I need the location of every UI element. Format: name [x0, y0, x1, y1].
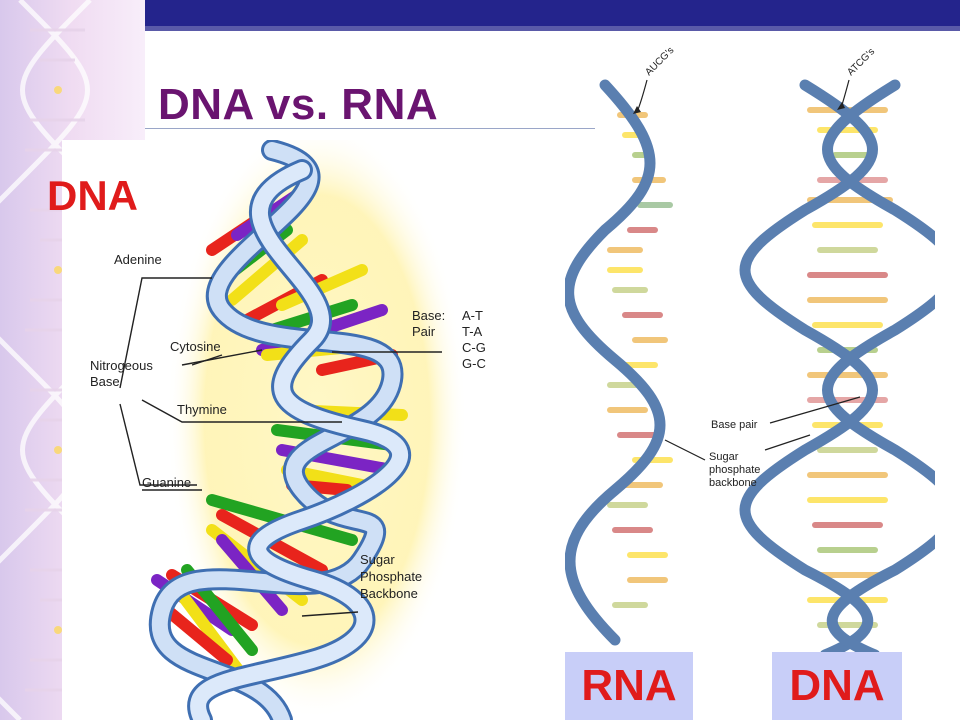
- label-backbone-1: Sugar: [360, 552, 395, 567]
- top-bar: [145, 0, 960, 26]
- dna-double-strand: [739, 79, 935, 655]
- base-pair-cg: C-G: [462, 340, 486, 355]
- rna-strand: [565, 79, 673, 646]
- base-pair-ta: T-A: [462, 324, 483, 339]
- label-backbone-2: Phosphate: [360, 569, 422, 584]
- top-bar-accent: [145, 26, 960, 31]
- label-backbone-3: Backbone: [360, 586, 418, 601]
- label-atcgs: ATCG's: [845, 46, 877, 78]
- arrowheads: [633, 102, 845, 114]
- label-base-pair-1: Base:: [412, 308, 445, 323]
- label-phosphate: phosphate: [709, 464, 760, 476]
- label-base-pair-2: Pair: [412, 324, 436, 339]
- rna-dna-comparison-diagram: AUCG's ATCG's Base pair Sugar phosphate …: [565, 45, 935, 655]
- pointer-lines: [119, 277, 442, 617]
- rna-label-box: RNA: [565, 652, 693, 720]
- label-cytosine: Cytosine: [170, 339, 221, 354]
- label-base-pair: Base pair: [711, 419, 758, 431]
- slide-title: DNA vs. RNA: [158, 80, 439, 129]
- label-adenine: Adenine: [114, 252, 162, 267]
- dna-heading: DNA: [47, 172, 138, 219]
- title-underline: [145, 128, 595, 129]
- label-backbone: backbone: [709, 477, 757, 489]
- label-guanine: Guanine: [142, 475, 191, 490]
- sugar-phosphate-strands: [148, 140, 411, 720]
- label-nitrogenous-base-1: Nitrogeous: [90, 358, 153, 373]
- label-thymine: Thymine: [177, 402, 227, 417]
- base-pair-at: A-T: [462, 308, 483, 323]
- label-nitrogenous-base-2: Base: [90, 374, 120, 389]
- dna-label-box: DNA: [772, 652, 902, 720]
- base-pair-gc: G-C: [462, 356, 486, 371]
- label-aucgs: AUCG's: [643, 45, 676, 78]
- label-sugar: Sugar: [709, 451, 739, 463]
- dna-helix-diagram: Adenine Nitrogeous Base Cytosine Thymine…: [62, 140, 570, 720]
